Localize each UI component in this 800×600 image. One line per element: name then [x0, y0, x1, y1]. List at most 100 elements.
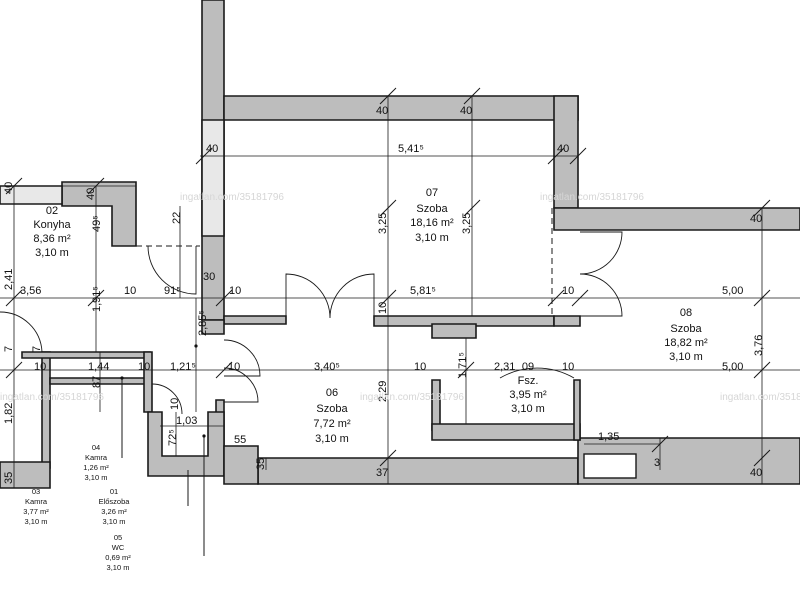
plan-stroke — [5, 289, 23, 307]
label-rooms-r03-name: Kamra — [25, 497, 48, 506]
wall-09-bottom — [431, 423, 581, 441]
label-rooms-r08-number: 08 — [680, 307, 692, 319]
label-dims-d229: 2,29 — [377, 381, 389, 402]
label-rooms-r09-height: 3,10 m — [511, 403, 545, 415]
label-dims-d7b: 7 — [31, 346, 43, 352]
label-dims-d135: 1,35 — [598, 431, 619, 443]
door-06 — [223, 339, 261, 377]
label-rooms-r08-name: Szoba — [670, 323, 702, 335]
door-03 — [0, 311, 43, 353]
label-watermark: ingatlan.com/35181796 — [180, 192, 284, 203]
plan-stroke — [753, 289, 771, 307]
door-09 — [499, 367, 575, 379]
label-rooms-r04-area: 1,26 m² — [83, 463, 109, 472]
room-05-label: 05 WC 0,69 m² 3,10 m — [105, 533, 131, 572]
label-rooms-r07-height: 3,10 m — [415, 232, 449, 244]
label-rooms-r06-number: 06 — [326, 387, 338, 399]
plan-stroke — [379, 289, 397, 307]
plan-stroke — [215, 289, 233, 307]
plan-stroke — [547, 289, 565, 307]
label-rooms-r07-name: Szoba — [416, 203, 448, 215]
label-dims-d495: 49⁵ — [91, 215, 103, 232]
label-dims-d231: 2,31 — [494, 361, 515, 373]
wall-08-bottom — [553, 315, 581, 327]
plan-stroke — [753, 361, 771, 379]
label-rooms-r03-height: 3,10 m — [25, 517, 48, 526]
label-dims-d72: 72⁵ — [167, 429, 179, 446]
label-rooms-r07-area: 18,16 m² — [410, 217, 454, 229]
label-dims-d40c: 40 — [206, 143, 218, 155]
label-dims-d285: 2,85⁵ — [197, 310, 209, 336]
label-rooms-r03-area: 3,77 m² — [23, 507, 49, 516]
label-dims-d10j: 10 — [169, 398, 181, 410]
label-dims-d581: 5,81⁵ — [410, 285, 436, 297]
label-rooms-r04-number: 04 — [92, 443, 100, 452]
label-dims-d10e: 10 — [228, 361, 240, 373]
label-dims-d30: 30 — [203, 271, 215, 283]
label-rooms-r05-height: 3,10 m — [107, 563, 130, 572]
plan-stroke — [194, 344, 198, 348]
watermarks: ingatlan.com/35181796 ingatlan.com/35181… — [0, 192, 800, 403]
wall-corridor-right — [201, 319, 225, 335]
plan-stroke — [379, 449, 397, 467]
plan-stroke — [753, 449, 771, 467]
label-rooms-r05-area: 0,69 m² — [105, 553, 131, 562]
label-dims-d241: 2,41 — [3, 269, 15, 290]
label-rooms-r05-number: 05 — [114, 533, 122, 542]
wall-07-bottom-left — [223, 315, 287, 325]
label-dims-d325b: 3,25 — [461, 213, 473, 234]
label-dims-d40h: 40 — [750, 467, 762, 479]
wall-09-left — [431, 379, 441, 431]
plan-stroke — [753, 199, 771, 217]
wall-bottom-entry — [223, 445, 259, 485]
room-09-label: 09 Fsz. 3,95 m² 3,10 m — [509, 361, 547, 415]
label-rooms-r05-name: WC — [112, 543, 125, 552]
label-rooms-r04-height: 3,10 m — [85, 473, 108, 482]
label-dims-d10d: 10 — [562, 285, 574, 297]
label-rooms-r01-area: 3,26 m² — [101, 507, 127, 516]
dimension-labels: 40 40 40 5,41⁵ 40 40 40 40 3,25 3,25 49⁵… — [3, 105, 765, 484]
plan-stroke — [463, 199, 481, 217]
wall-window-column — [201, 119, 225, 237]
plan-stroke — [569, 147, 587, 165]
door-07-double — [285, 273, 375, 319]
door-04 — [151, 383, 183, 415]
room-04-label: 04 Kamra 1,26 m² 3,10 m — [83, 443, 109, 482]
room-03-label: 03 Kamra 3,77 m² 3,10 m — [23, 487, 49, 526]
dimension-ticks — [5, 87, 771, 467]
label-dims-d10c: 10 — [377, 302, 389, 314]
label-dims-d40f: 40 — [3, 182, 15, 194]
label-watermark: ingatlan.com/35181796 — [540, 192, 644, 203]
label-rooms-r04-name: Kamra — [85, 453, 108, 462]
label-dims-d10b: 10 — [229, 285, 241, 297]
label-rooms-r01-name: Előszoba — [99, 497, 131, 506]
wall-08-top — [553, 207, 800, 231]
label-dims-d10i: 10 — [138, 361, 150, 373]
label-rooms-r09-name: Fsz. — [518, 375, 539, 387]
label-dims-d10a: 10 — [124, 285, 136, 297]
label-rooms-r02-name: Konyha — [33, 219, 71, 231]
label-dims-d541: 5,41⁵ — [398, 143, 424, 155]
label-dims-d195: 1,91⁵ — [91, 286, 103, 312]
walls — [0, 0, 800, 489]
label-rooms-r09-area: 3,95 m² — [509, 389, 547, 401]
label-dims-d40a: 40 — [376, 105, 388, 117]
label-rooms-r06-name: Szoba — [316, 403, 348, 415]
plan-stroke — [571, 289, 589, 307]
label-dims-d182: 1,82 — [3, 403, 15, 424]
label-dims-d171: 1,71⁵ — [457, 352, 469, 378]
label-dims-d35b: 35 — [255, 458, 267, 470]
plan-stroke — [463, 87, 481, 105]
plan-stroke — [547, 147, 565, 165]
wall-09-top — [431, 323, 477, 339]
label-rooms-r06-area: 7,72 m² — [313, 418, 351, 430]
room-01-label: 01 Előszoba 3,26 m² 3,10 m — [99, 487, 131, 526]
label-dims-d22: 22 — [171, 212, 183, 224]
plan-stroke — [5, 361, 23, 379]
plan-stroke — [379, 87, 397, 105]
label-rooms-r08-height: 3,10 m — [669, 351, 703, 363]
wall-kitchen-top — [61, 181, 137, 247]
label-dims-d121: 1,21⁵ — [170, 361, 196, 373]
room-06-label: 06 Szoba 7,72 m² 3,10 m — [313, 387, 351, 445]
